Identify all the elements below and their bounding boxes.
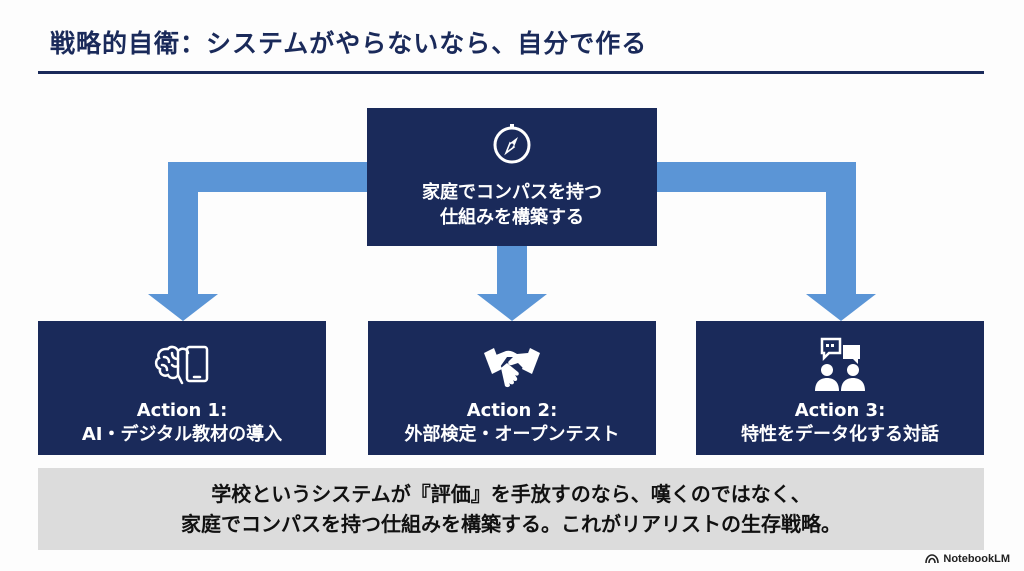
people-chat-icon xyxy=(815,337,865,391)
brand-watermark: NotebookLM xyxy=(925,553,1010,565)
arrow-right-horizontal xyxy=(656,162,856,192)
action-3-description: 特性をデータ化する対話 xyxy=(741,424,939,445)
arrow-left-head xyxy=(148,294,218,321)
handshake-icon xyxy=(484,348,540,388)
summary-line-1: 学校というシステムが『評価』を手放すのなら、嘆くのではなく、 xyxy=(211,482,811,506)
action-box-3: Action 3: 特性をデータ化する対話 xyxy=(696,321,984,455)
arrow-middle-head xyxy=(477,294,547,321)
action-box-2: Action 2: 外部検定・オープンテスト xyxy=(368,321,656,455)
action-1-label: Action 1: xyxy=(136,400,228,421)
summary-line-2: 家庭でコンパスを持つ仕組みを構築する。これがリアリストの生存戦略。 xyxy=(181,512,841,536)
action-3-label: Action 3: xyxy=(794,400,886,421)
action-2-label: Action 2: xyxy=(466,400,558,421)
action-box-1: Action 1: AI・デジタル教材の導入 xyxy=(38,321,326,455)
brain-tablet-icon xyxy=(154,345,209,385)
central-strategy-line-1: 家庭でコンパスを持つ xyxy=(422,182,602,203)
central-strategy-box: 家庭でコンパスを持つ 仕組みを構築する xyxy=(367,108,657,246)
action-1-description: AI・デジタル教材の導入 xyxy=(81,424,283,445)
compass-icon xyxy=(493,124,531,164)
arrow-left-vertical xyxy=(168,162,198,296)
arrow-middle-vertical xyxy=(497,246,527,296)
brand-name: NotebookLM xyxy=(943,553,1010,565)
arrow-right-vertical xyxy=(826,162,856,296)
action-2-description: 外部検定・オープンテスト xyxy=(404,424,620,445)
page-title: 戦略的自衛：システムがやらないなら、自分で作る xyxy=(50,29,648,58)
title-divider xyxy=(38,71,984,74)
summary-banner: 学校というシステムが『評価』を手放すのなら、嘆くのではなく、 家庭でコンパスを持… xyxy=(38,468,984,550)
arrow-right-head xyxy=(806,294,876,321)
arrow-left-horizontal xyxy=(168,162,368,192)
central-strategy-line-2: 仕組みを構築する xyxy=(440,207,584,228)
notebooklm-logo-icon xyxy=(925,554,940,564)
